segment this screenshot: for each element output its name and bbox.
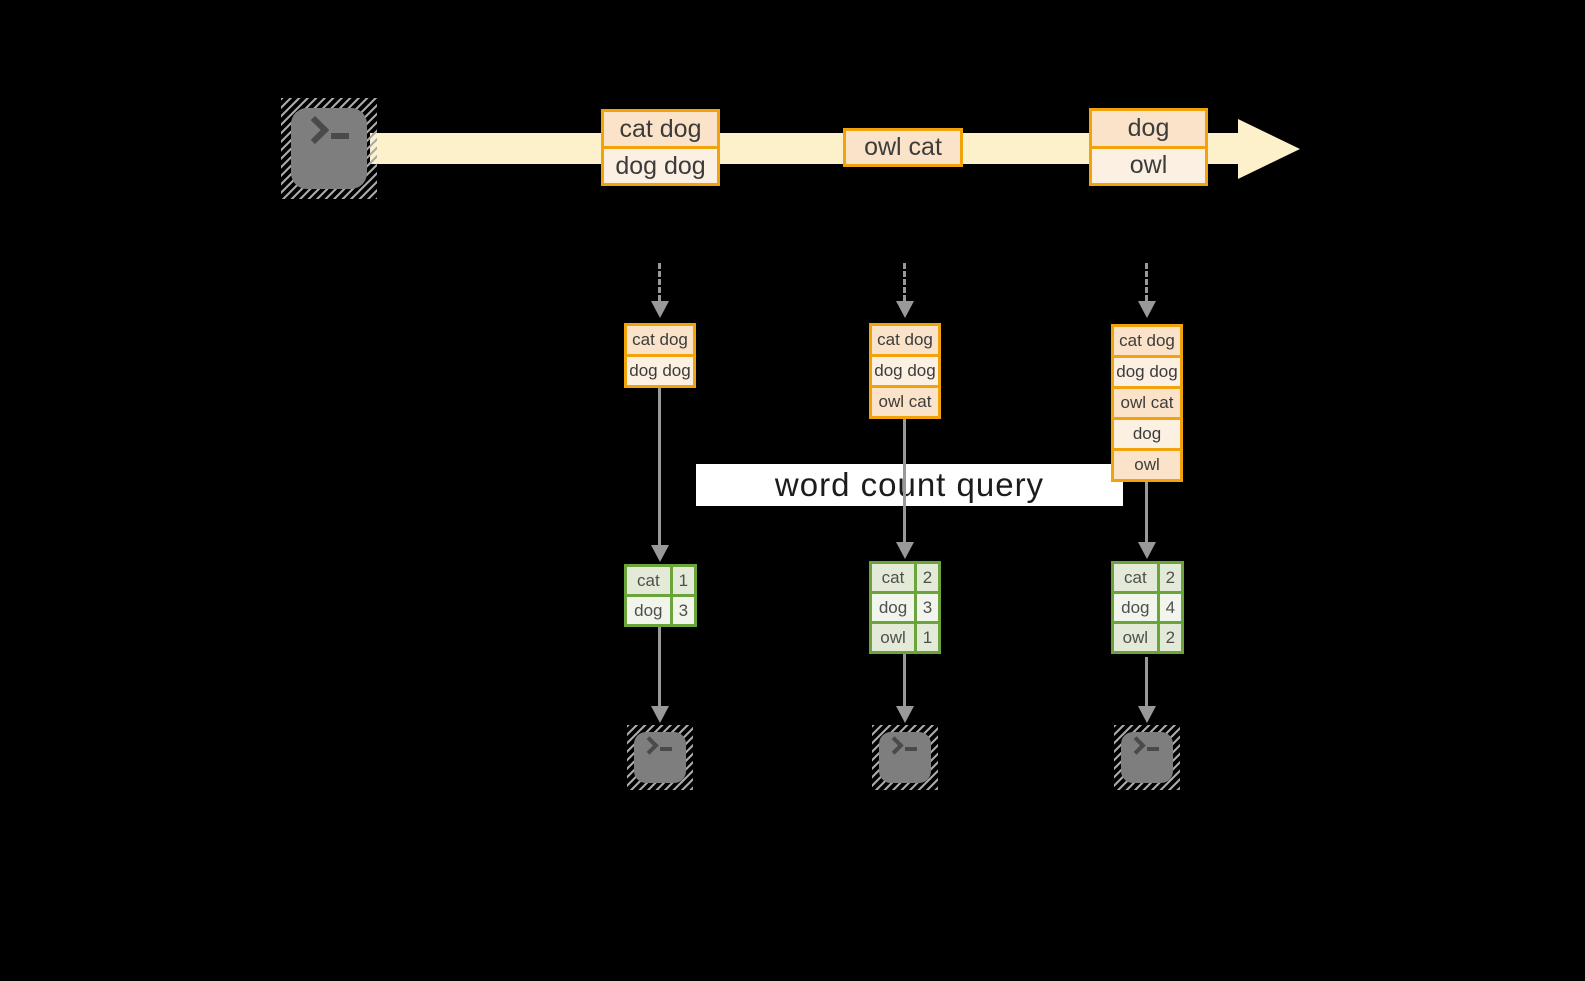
prompt-cursor-icon <box>660 747 672 751</box>
output-arrowhead-icon <box>1138 706 1156 723</box>
query-label: word count query <box>696 464 1123 506</box>
output-arrowhead-icon <box>651 706 669 723</box>
query-arrowhead-icon <box>651 545 669 562</box>
query-arrow <box>903 419 906 542</box>
query-arrow <box>658 387 661 545</box>
stream-record: dog <box>1092 111 1205 146</box>
state-cell: dog dog <box>1114 358 1180 386</box>
state-cell: owl cat <box>1114 389 1180 417</box>
batch-arrowhead-icon <box>1138 301 1156 318</box>
count-word: cat <box>627 567 670 594</box>
state-cell: cat dog <box>627 326 693 354</box>
count-table-3: cat 2 dog 4 owl 2 <box>1111 561 1184 654</box>
terminal-body <box>291 108 367 189</box>
stream-batch-1: cat dog dog dog <box>601 109 720 186</box>
prompt-chevron-icon <box>885 736 904 755</box>
output-arrowhead-icon <box>896 706 914 723</box>
prompt-cursor-icon <box>905 747 917 751</box>
query-arrowhead-icon <box>1138 542 1156 559</box>
state-cell: cat dog <box>872 326 938 354</box>
prompt-cursor-icon <box>1147 747 1159 751</box>
terminal-prompt-icon <box>300 115 349 145</box>
stream-batch-3: dog owl <box>1089 108 1208 186</box>
prompt-cursor-icon <box>331 133 349 139</box>
prompt-chevron-icon <box>640 736 659 755</box>
count-value: 2 <box>1159 564 1181 591</box>
state-box-2: cat dog dog dog owl cat <box>869 323 941 419</box>
count-table-2: cat 2 dog 3 owl 1 <box>869 561 941 654</box>
terminal-sink-icon <box>1114 725 1180 790</box>
prompt-chevron-icon <box>1127 736 1146 755</box>
stream-record: owl cat <box>846 131 960 164</box>
output-arrow <box>903 654 906 706</box>
stream-record: cat dog <box>604 112 717 146</box>
output-arrow <box>658 627 661 706</box>
terminal-prompt-icon <box>885 736 917 755</box>
stream-timeline-arrowhead-icon <box>1238 119 1300 179</box>
query-arrowhead-icon <box>896 542 914 559</box>
batch-arrow-dashed <box>903 263 906 301</box>
stream-batch-2: owl cat <box>843 128 963 167</box>
prompt-chevron-icon <box>300 115 330 145</box>
count-value: 1 <box>917 624 938 651</box>
count-value: 2 <box>917 564 938 591</box>
batch-arrow-dashed <box>1145 263 1148 301</box>
count-word: owl <box>872 624 914 651</box>
state-box-1: cat dog dog dog <box>624 323 696 388</box>
terminal-body <box>1121 732 1173 783</box>
count-word: dog <box>872 594 914 621</box>
count-value: 4 <box>1159 594 1181 621</box>
count-word: cat <box>1114 564 1157 591</box>
state-cell: dog dog <box>627 357 693 385</box>
count-word: cat <box>872 564 914 591</box>
count-value: 1 <box>672 567 694 594</box>
count-value: 2 <box>1159 624 1181 651</box>
count-value: 3 <box>917 594 938 621</box>
terminal-prompt-icon <box>1127 736 1159 755</box>
count-word: dog <box>1114 594 1157 621</box>
terminal-source-icon <box>281 98 377 199</box>
output-arrow <box>1145 657 1148 706</box>
terminal-sink-icon <box>627 725 693 790</box>
state-cell: dog <box>1114 420 1180 448</box>
query-arrow <box>1145 482 1148 542</box>
state-cell: owl <box>1114 451 1180 479</box>
stream-record: owl <box>1092 148 1205 183</box>
count-word: owl <box>1114 624 1157 651</box>
stream-record: dog dog <box>604 149 717 183</box>
terminal-body <box>879 732 931 783</box>
state-cell: owl cat <box>872 388 938 416</box>
batch-arrowhead-icon <box>651 301 669 318</box>
state-cell: dog dog <box>872 357 938 385</box>
terminal-body <box>634 732 686 783</box>
count-value: 3 <box>672 597 694 624</box>
state-box-3: cat dog dog dog owl cat dog owl <box>1111 324 1183 482</box>
batch-arrowhead-icon <box>896 301 914 318</box>
state-cell: cat dog <box>1114 327 1180 355</box>
terminal-sink-icon <box>872 725 938 790</box>
count-word: dog <box>627 597 670 624</box>
terminal-prompt-icon <box>640 736 672 755</box>
batch-arrow-dashed <box>658 263 661 301</box>
count-table-1: cat 1 dog 3 <box>624 564 697 627</box>
